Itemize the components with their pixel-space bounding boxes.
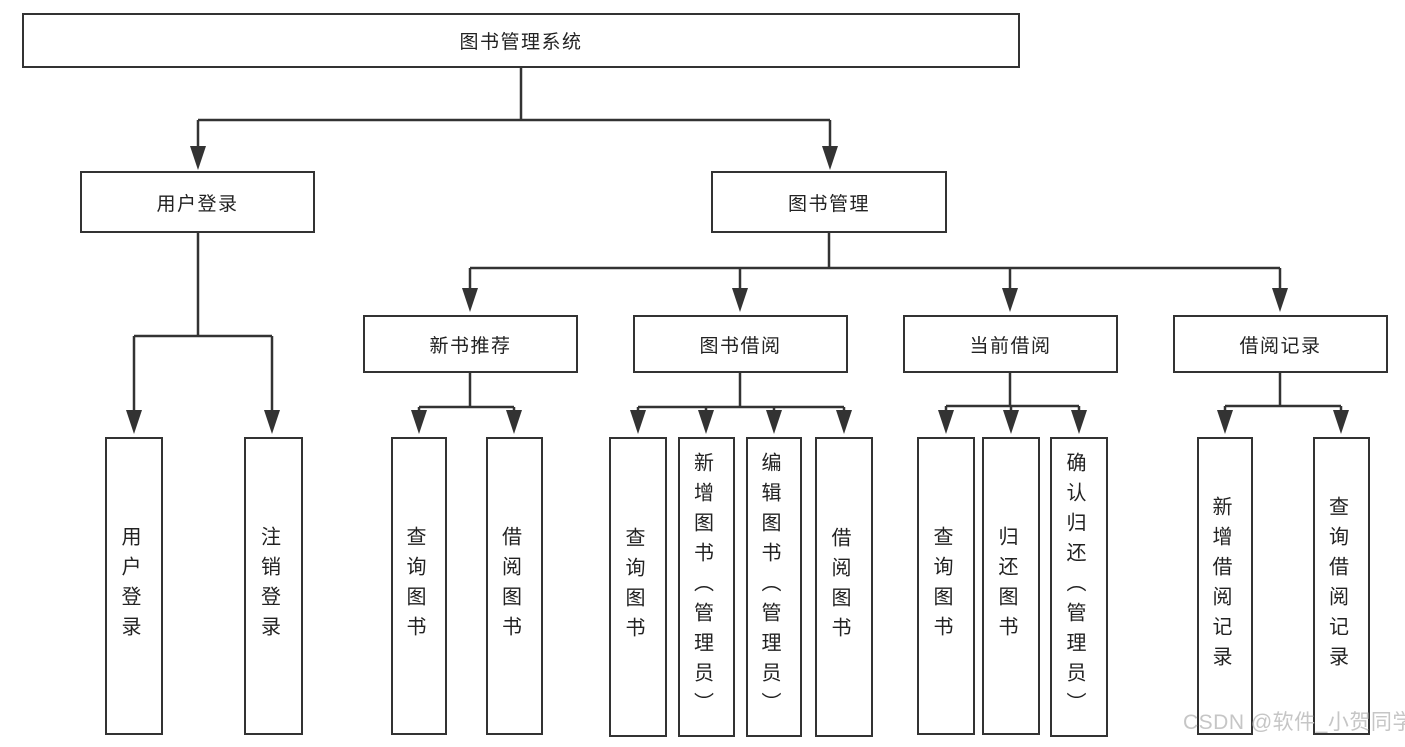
leaf-add-book-admin: 新增图书（管理员）	[678, 437, 735, 737]
node-label: 当前借阅	[969, 335, 1052, 357]
node-label: 图书管理	[787, 193, 870, 215]
leaf-borrow-borrow-book: 借阅图书	[815, 437, 873, 737]
node-label: 新增借阅记录	[1209, 496, 1231, 676]
node-new-book-recommend: 新书推荐	[363, 315, 578, 373]
node-label: 图书借阅	[699, 335, 782, 357]
leaf-edit-book-admin: 编辑图书（管理员）	[746, 437, 802, 737]
leaf-newrec-query-book: 查询图书	[391, 437, 447, 735]
leaf-query-borrow-record: 查询借阅记录	[1313, 437, 1370, 735]
node-label: 编辑图书（管理员）	[758, 452, 780, 722]
leaf-confirm-return-admin: 确认归还（管理员）	[1050, 437, 1108, 737]
node-label: 用户登录	[156, 193, 239, 215]
node-label: 新书推荐	[429, 335, 512, 357]
node-label: 用户登录	[118, 526, 140, 646]
leaf-return-book: 归还图书	[982, 437, 1040, 735]
node-book-borrow: 图书借阅	[633, 315, 848, 373]
node-label: 确认归还（管理员）	[1063, 452, 1085, 722]
node-label: 查询图书	[930, 526, 952, 646]
leaf-borrow-query-book: 查询图书	[609, 437, 667, 737]
node-user-login: 用户登录	[80, 171, 315, 233]
node-label: 图书管理系统	[459, 32, 583, 53]
leaf-logout: 注销登录	[244, 437, 303, 735]
node-borrow-records: 借阅记录	[1173, 315, 1388, 373]
node-label: 注销登录	[257, 526, 280, 646]
node-library-management-system: 图书管理系统	[22, 13, 1020, 68]
node-label: 查询借阅记录	[1325, 496, 1348, 676]
node-current-borrow: 当前借阅	[903, 315, 1118, 373]
leaf-newrec-borrow-book: 借阅图书	[486, 437, 543, 735]
node-label: 借阅记录	[1239, 335, 1322, 357]
node-book-management: 图书管理	[711, 171, 947, 233]
node-label: 新增图书（管理员）	[690, 452, 713, 722]
leaf-add-borrow-record: 新增借阅记录	[1197, 437, 1253, 735]
node-label: 借阅图书	[828, 527, 850, 647]
arrowheads	[126, 146, 1349, 434]
node-label: 归还图书	[995, 526, 1017, 646]
node-label: 借阅图书	[498, 526, 521, 646]
csdn-watermark: CSDN @软件_小贺同学	[1183, 711, 1405, 734]
node-label: 查询图书	[622, 527, 644, 647]
leaf-user-login: 用户登录	[105, 437, 163, 735]
node-label: 查询图书	[403, 526, 425, 646]
leaf-current-query-book: 查询图书	[917, 437, 975, 735]
